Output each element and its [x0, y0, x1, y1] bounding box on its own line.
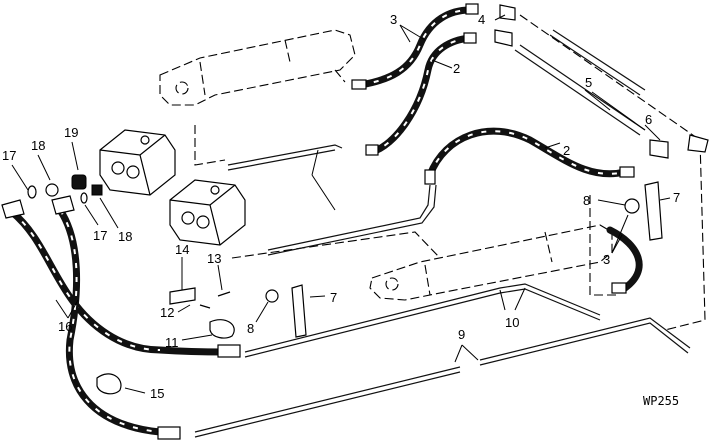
callout-14: 14	[175, 242, 189, 257]
callout-4: 4	[478, 12, 485, 27]
callout-labels: 2 2 2 3 3 3 4 5 6 7 7 8 8 9 10 11 12 13 …	[2, 12, 680, 408]
hardware	[27, 174, 663, 395]
callout-9: 9	[458, 327, 465, 342]
flexible-hoses	[8, 6, 643, 436]
callout-6: 6	[645, 112, 652, 127]
valve-block-upper	[99, 129, 176, 196]
callout-13: 13	[207, 251, 221, 266]
figure-code: WP255	[643, 394, 679, 408]
valve-block-lower	[169, 179, 246, 246]
callout-2-middle: 2	[563, 143, 570, 158]
leader-lines	[11, 14, 671, 394]
callout-5: 5	[585, 75, 592, 90]
callout-18-right: 18	[118, 229, 132, 244]
callout-18-left: 18	[31, 138, 45, 153]
callout-3-lower: 3	[603, 252, 610, 267]
callout-7-right: 7	[673, 190, 680, 205]
callout-17-right: 17	[93, 228, 107, 243]
callout-7-left: 7	[330, 290, 337, 305]
callout-19: 19	[64, 125, 78, 140]
rigid-pipes	[194, 29, 691, 438]
callout-12: 12	[160, 305, 174, 320]
callout-2-top: 2	[453, 61, 460, 76]
callout-17-left: 17	[2, 148, 16, 163]
callout-16-left: 16	[58, 319, 72, 334]
callout-3-top: 3	[390, 12, 397, 27]
upper-cylinder	[159, 29, 356, 106]
callout-11: 11	[165, 335, 179, 350]
callout-15: 15	[150, 386, 164, 401]
frame-outline	[194, 14, 706, 331]
lower-cylinder	[369, 224, 613, 301]
callout-10: 10	[505, 315, 519, 330]
callout-8-left: 8	[247, 321, 254, 336]
fittings	[1, 3, 709, 440]
callout-8-right: 8	[583, 193, 590, 208]
